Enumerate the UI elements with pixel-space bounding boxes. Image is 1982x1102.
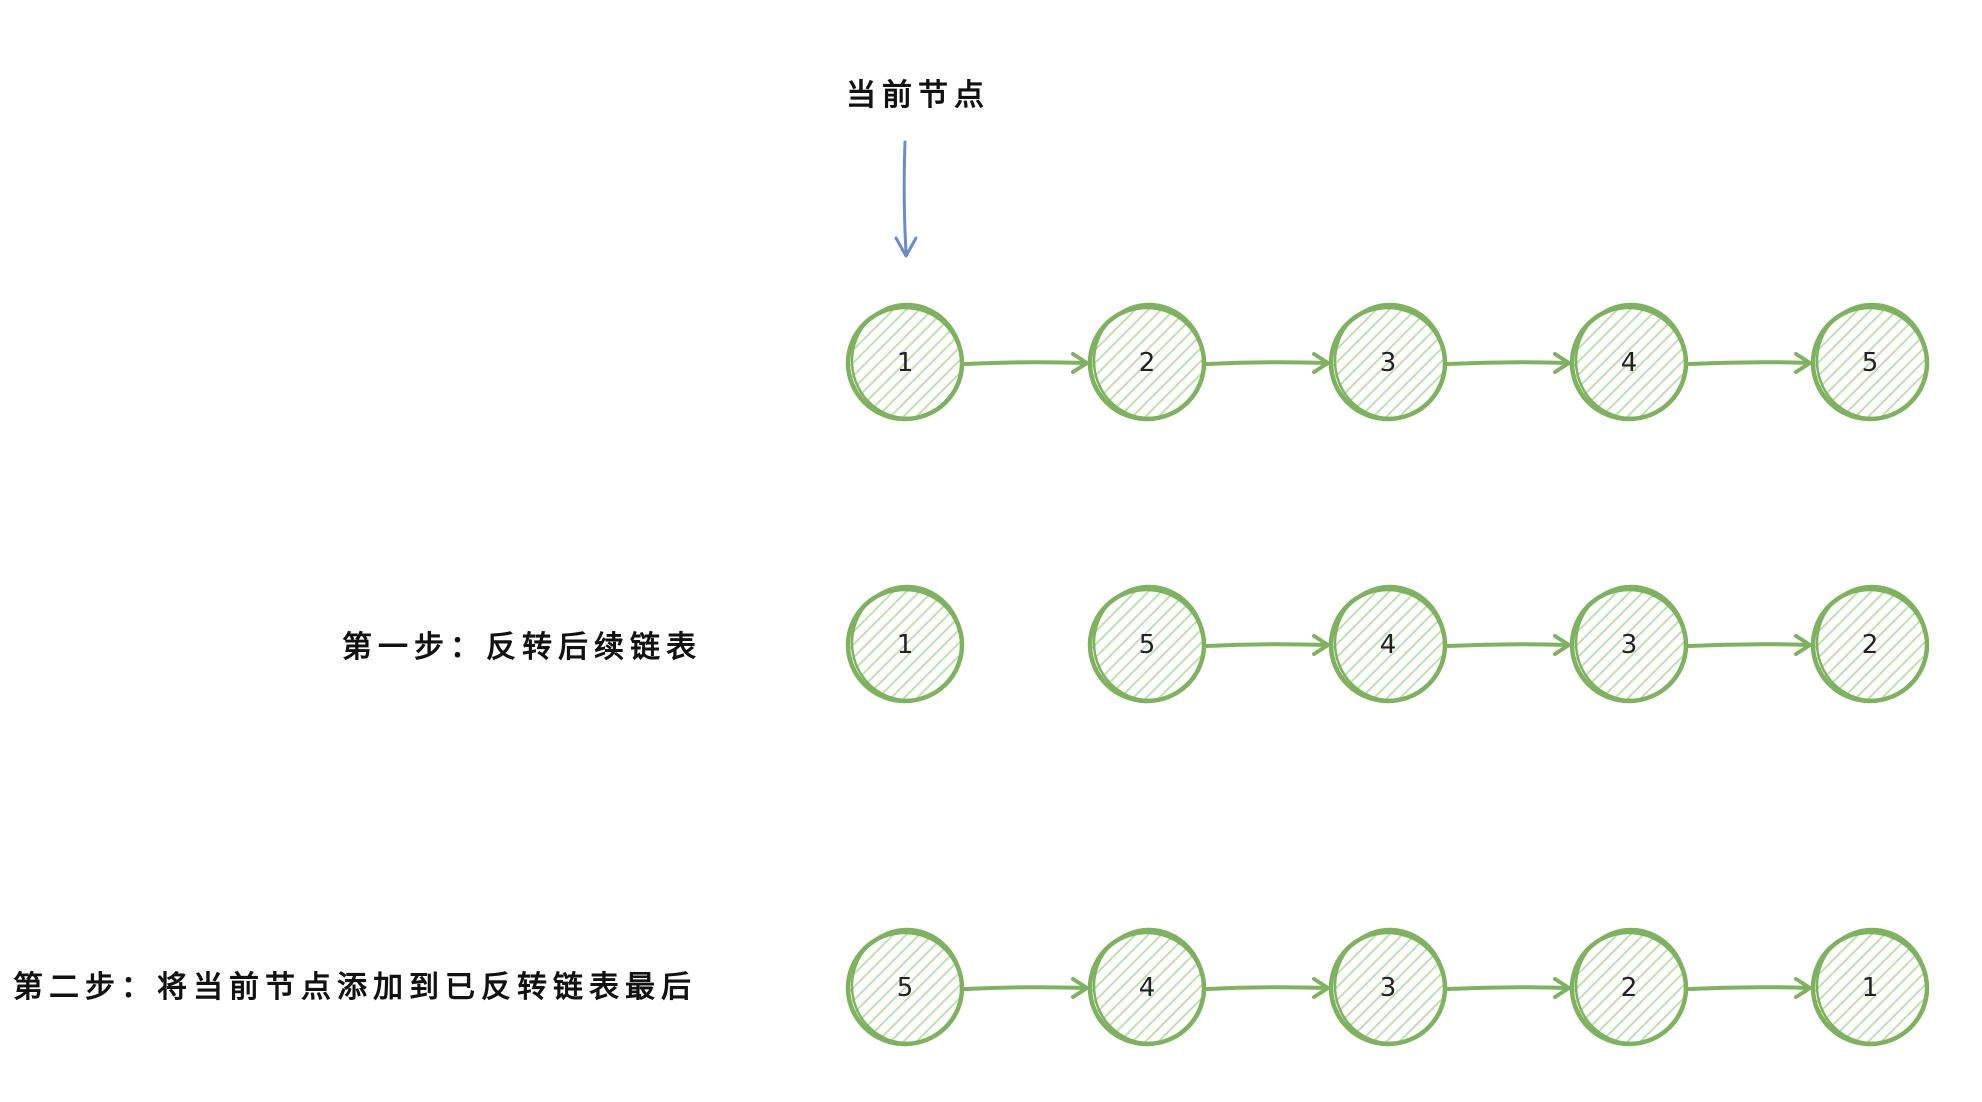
list-node: 4 bbox=[1569, 302, 1689, 422]
node-value: 3 bbox=[1380, 348, 1397, 378]
current-node-label: 当前节点 bbox=[846, 78, 990, 113]
list-node: 1 bbox=[1810, 927, 1930, 1047]
node-value: 4 bbox=[1139, 973, 1156, 1003]
link-arrow bbox=[1687, 352, 1812, 374]
node-value: 4 bbox=[1380, 630, 1397, 660]
list-row-2: 1 5 4 3 2 bbox=[845, 584, 1930, 704]
node-value: 2 bbox=[1862, 630, 1879, 660]
list-row-3: 5 4 3 2 1 bbox=[845, 927, 1930, 1047]
node-value: 1 bbox=[1862, 973, 1879, 1003]
link-arrow bbox=[1205, 977, 1330, 999]
link-arrow bbox=[1446, 352, 1571, 374]
node-value: 2 bbox=[1621, 973, 1638, 1003]
current-node-pointer-arrow bbox=[894, 140, 918, 258]
node-value: 3 bbox=[1380, 973, 1397, 1003]
list-node: 4 bbox=[1087, 927, 1207, 1047]
step-one-label: 第一步：反转后续链表 bbox=[342, 630, 702, 665]
node-value: 1 bbox=[897, 630, 914, 660]
link-arrow bbox=[963, 977, 1089, 999]
step-two-label: 第二步：将当前节点添加到已反转链表最后 bbox=[13, 970, 697, 1005]
list-row-1: 1 2 3 4 5 bbox=[845, 302, 1930, 422]
node-value: 5 bbox=[1139, 630, 1156, 660]
link-arrow bbox=[1446, 634, 1571, 656]
link-arrow bbox=[1687, 634, 1812, 656]
node-value: 4 bbox=[1621, 348, 1638, 378]
list-node: 1 bbox=[845, 584, 965, 704]
link-arrow bbox=[1687, 977, 1812, 999]
link-arrow bbox=[1446, 977, 1571, 999]
link-arrow bbox=[1205, 634, 1330, 656]
node-value: 5 bbox=[1862, 348, 1879, 378]
link-arrow bbox=[963, 352, 1089, 374]
link-arrow bbox=[1205, 352, 1330, 374]
node-value: 5 bbox=[897, 973, 914, 1003]
node-value: 3 bbox=[1621, 630, 1638, 660]
node-value: 2 bbox=[1139, 348, 1156, 378]
node-value: 1 bbox=[897, 348, 914, 378]
